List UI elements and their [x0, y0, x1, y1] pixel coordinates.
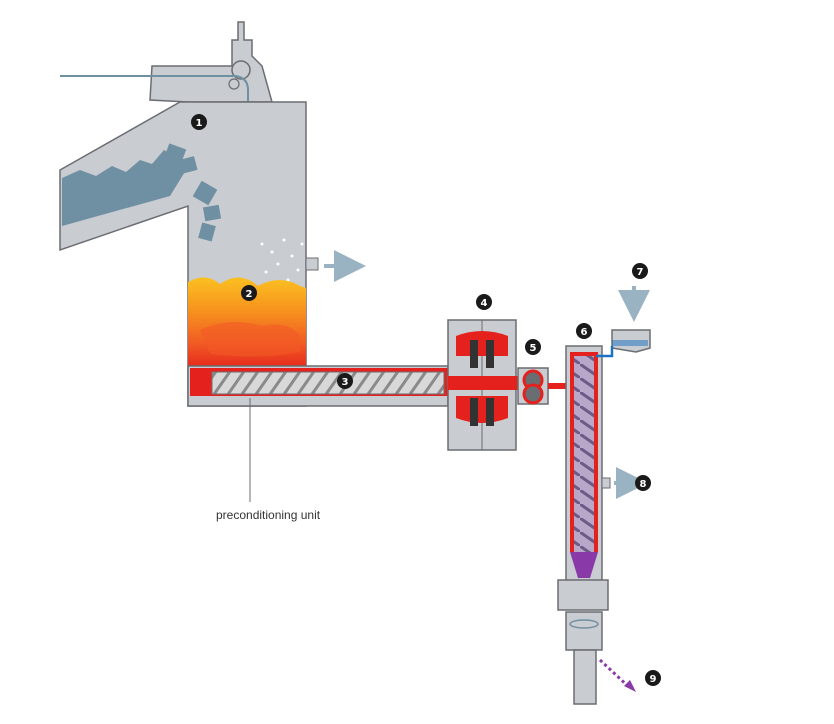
- step-marker-8: 8: [635, 475, 651, 491]
- reactor-column: [565, 345, 648, 587]
- preconditioning-caption: preconditioning unit: [216, 508, 321, 522]
- vapor-particles: [260, 238, 304, 282]
- pulley-icon: [231, 60, 251, 80]
- step-markers: 1 2 3 4 5 6 7 8 9: [191, 114, 661, 686]
- step-marker-2: 2: [241, 285, 257, 301]
- step-marker-9: 9: [645, 670, 661, 686]
- disc-separator: [447, 319, 524, 451]
- svg-text:5: 5: [530, 343, 537, 354]
- screw-shaft: [211, 371, 445, 395]
- step-marker-1: 1: [191, 114, 207, 130]
- feed-chute: [60, 21, 273, 178]
- discharge-base: [557, 579, 636, 705]
- gear-pump: [517, 367, 566, 405]
- gear-icon: [522, 383, 544, 405]
- svg-text:9: 9: [650, 674, 657, 685]
- svg-text:8: 8: [640, 479, 647, 490]
- rotation-icon: [569, 619, 599, 629]
- water-pipe: [596, 346, 614, 358]
- svg-text:2: 2: [246, 289, 253, 300]
- svg-text:1: 1: [196, 118, 203, 129]
- step-marker-5: 5: [525, 339, 541, 355]
- svg-text:6: 6: [581, 327, 588, 338]
- water-tank: [596, 286, 651, 358]
- svg-text:3: 3: [342, 377, 349, 388]
- preconditioning-unit: preconditioning unit: [187, 365, 449, 522]
- heating-zone: [188, 277, 306, 372]
- svg-text:7: 7: [637, 267, 644, 278]
- step-marker-3: 3: [337, 373, 353, 389]
- step-marker-4: 4: [476, 294, 492, 310]
- input-material: [62, 143, 222, 242]
- feed-cable: [60, 75, 249, 178]
- step-marker-7: 7: [632, 263, 648, 279]
- step-marker-6: 6: [576, 323, 592, 339]
- svg-text:4: 4: [481, 298, 488, 309]
